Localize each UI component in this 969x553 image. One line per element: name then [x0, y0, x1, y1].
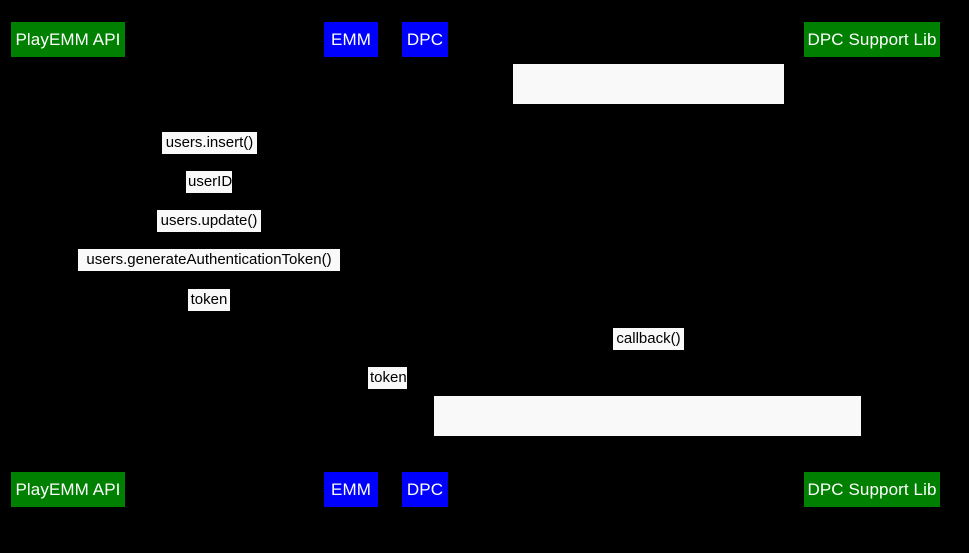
message-label-callback: callback() — [613, 328, 684, 350]
message-label-add-android-for-work-account-line1: androidForWorkAccountSupport — [540, 437, 755, 454]
message-arrow-8 — [350, 390, 425, 391]
participant-label-playemm-api-bottom: PlayEMM API — [15, 480, 121, 499]
participant-label-emm-bottom: EMM — [331, 480, 371, 499]
message-label-token-lower: token — [368, 367, 407, 389]
participant-label-dpc-bottom: DPC — [406, 480, 444, 499]
message-arrow-7 — [425, 351, 870, 352]
message-label-ensure-working-environment-line2: .ensureWorkingEnvironment(callback) — [521, 163, 776, 181]
sequence-diagram-canvas: PlayEMM API EMM DPC DPC Support Lib andr… — [11, 22, 940, 513]
message-label-add-android-for-work-account-line2: .addAndroidForWorkAccount(token, account… — [447, 495, 848, 513]
message-label-token-upper: token — [188, 289, 230, 311]
message-label-generate-authentication-token: users.generateAuthenticationToken() — [78, 249, 340, 271]
participant-box-dpc-bottom[interactable]: DPC — [402, 472, 448, 507]
message-arrow-1 — [425, 104, 870, 105]
participant-label-dpc-support-lib-top: DPC Support Lib — [807, 30, 937, 49]
participant-label-playemm-api-top: PlayEMM API — [15, 30, 121, 49]
message-label-userid: userID — [186, 171, 232, 193]
participant-box-playemm-api-bottom[interactable]: PlayEMM API — [11, 472, 125, 507]
message-arrow-6 — [67, 312, 351, 313]
participant-box-dpc-top[interactable]: DPC — [402, 22, 448, 57]
participant-box-emm-top[interactable]: EMM — [324, 22, 378, 57]
participant-label-dpc-support-lib-bottom: DPC Support Lib — [807, 480, 937, 499]
participant-label-emm-top: EMM — [331, 30, 371, 49]
lifeline-playemm-api — [67, 57, 68, 462]
message-arrow-9 — [425, 436, 870, 437]
message-label-users-update: users.update() — [157, 210, 261, 232]
participant-box-emm-bottom[interactable]: EMM — [324, 472, 378, 507]
lifeline-dpc — [424, 57, 425, 462]
participant-box-dpc-support-lib-bottom[interactable]: DPC Support Lib — [804, 472, 940, 507]
message-arrow-2 — [67, 155, 351, 156]
participant-box-playemm-api-top[interactable]: PlayEMM API — [11, 22, 125, 57]
lifeline-emm — [350, 57, 351, 462]
message-label-users-insert: users.insert() — [162, 132, 257, 154]
message-label-add-android-for-work-account: androidForWorkAccountSupport .addAndroid… — [434, 396, 861, 513]
message-arrow-3 — [67, 194, 351, 195]
message-label-ensure-working-environment-line1: androidForWorkAccountSupport — [541, 105, 756, 122]
participant-label-dpc-top: DPC — [406, 30, 444, 49]
message-arrow-4 — [67, 233, 351, 234]
lifeline-dpc-support-lib — [870, 57, 871, 462]
message-arrow-5 — [67, 272, 351, 273]
message-label-ensure-working-environment: androidForWorkAccountSupport .ensureWork… — [513, 64, 784, 181]
participant-box-dpc-support-lib-top[interactable]: DPC Support Lib — [804, 22, 940, 57]
